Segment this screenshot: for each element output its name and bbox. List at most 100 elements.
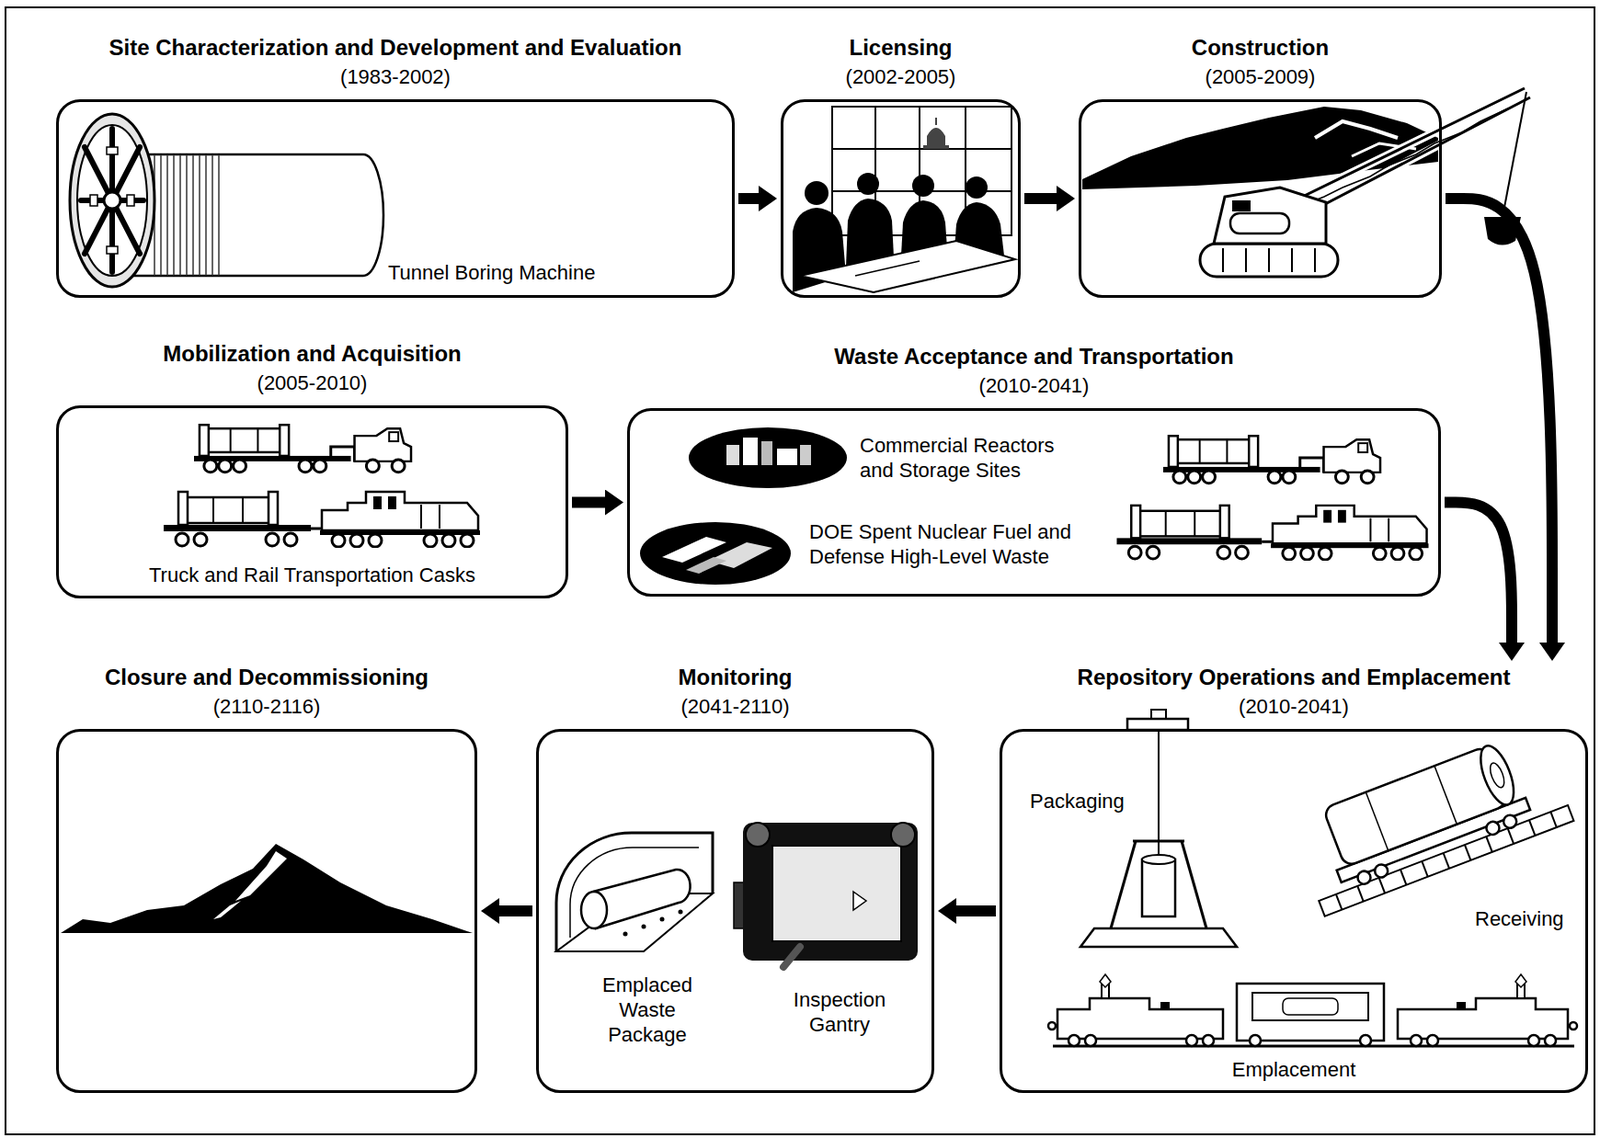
tunnel-boring-machine [179,154,182,276]
receiving-railcar [1336,894,1342,911]
emplacement-train [1427,1035,1439,1047]
tunnel-boring-machine [80,128,144,273]
construction-illustration [1245,248,1247,273]
construction-illustration [1232,200,1251,212]
tunnel-boring-machine [166,154,169,276]
construction-illustration [1296,108,1509,208]
emplaced-waste-package [660,917,665,923]
phase-dates: (2010-2041) [627,373,1441,400]
tunnel-boring-machine [103,192,121,209]
construction-illustration [1303,97,1531,216]
phase-node: Waste Acceptance and Transportation(2010… [627,343,1441,597]
tunnel-boring-machine [69,114,155,287]
meeting-illustration [965,176,988,199]
tunnel-boring-machine [172,154,175,276]
connectors [499,198,1553,912]
phase-node: Mobilization and Acquisition(2005-2010)T… [56,341,569,599]
emplaced-waste-package [641,925,647,930]
emplaced-waste-package [581,891,607,929]
reactor-site-icon [726,445,740,466]
construction-illustration [1291,248,1293,273]
receiving-railcar [1443,853,1450,869]
receiving-railcar [1501,813,1519,831]
meeting-illustration [857,172,880,195]
construction-illustration [1213,187,1326,244]
construction-illustration [1268,248,1270,273]
closed-mountain [60,844,473,934]
emplacement-train [1410,1035,1422,1047]
packaging-crane [1080,928,1237,948]
packaging-crane [1080,709,1237,948]
phase-title: Licensing [780,34,1021,61]
phase-arrow [1444,502,1512,644]
construction-illustration [1303,97,1531,216]
emplacement-train [1052,1045,1575,1049]
emplaced-waste-package [556,833,713,952]
phase-panel: PackagingReceivingEmplacement [999,729,1589,1094]
emplacement-train [1057,998,1223,1040]
illustration-label: DOE Spent Nuclear Fuel and Defense High-… [809,519,1090,570]
construction-illustration [1287,88,1531,216]
phase-panel [56,729,478,1094]
construction-illustration [1502,91,1527,218]
illustration-label: Emplacement [1002,1057,1586,1083]
tunnel-boring-machine [205,154,207,276]
doe-site-icon [685,557,727,574]
phase-node: Monitoring (2041-2110) Emplaced Waste Pack… [536,664,935,1094]
meeting-illustration [832,148,1012,150]
tunnel-boring-machine [198,154,201,276]
emplacement-train [1085,1035,1097,1047]
emplacement-train [1236,983,1384,1041]
meeting-illustration [923,127,949,149]
phase-title: Closure and Decommissioning [56,664,478,691]
phase-node: Repository Operations and Emplacement(20… [999,664,1589,1094]
emplacement-train [1252,993,1369,1021]
construction-illustration [1200,243,1338,277]
emplacement-train [1569,1022,1578,1030]
emplacement-train [1048,974,1578,1047]
inspection-gantry [733,822,918,968]
phase-dates: (2002-2005) [780,64,1021,91]
emplacement-train [1360,1035,1372,1047]
tunnel-boring-machine [211,154,214,276]
phase-arrow [571,497,606,509]
receiving-railcar [1365,792,1388,851]
emplacement-train [1068,1035,1080,1047]
construction-illustration [1287,88,1531,216]
phase-panel [780,99,1021,298]
meeting-illustration [855,261,920,276]
receiving-railcar [1487,761,1508,789]
emplacement-train [1397,998,1568,1040]
meeting-illustration [804,181,829,206]
emplaced-waste-package [623,932,629,938]
doe-site-icon [640,522,791,585]
receiving-railcar [1529,820,1535,836]
reactor-site-icon [742,437,758,466]
doe-site-icon [640,522,791,585]
phase-arrow [956,905,996,917]
meeting-illustration [935,117,938,126]
tunnel-boring-machine [90,194,98,206]
phase-title: Monitoring [536,664,935,691]
emplacement-train [1456,1002,1466,1010]
inspection-gantry [853,891,867,911]
phase-dates: (2005-2009) [1078,64,1442,91]
inspection-gantry [772,845,902,942]
packaging-crane [1132,840,1185,844]
receiving-railcar [1484,820,1501,837]
phase-panel: Truck and Rail Transportation Casks [56,405,569,599]
illustration-label: Emplaced Waste Package [590,972,705,1048]
emplacement-train [1515,974,1527,988]
phase-dates: (2041-2110) [536,694,935,720]
phase-dates: (2110-2116) [56,694,478,720]
phase-dates: (2010-2041) [999,694,1589,720]
emplacement-train [1186,1035,1198,1047]
emplacement-train [1099,974,1111,988]
tunnel-boring-machine [69,114,384,287]
tunnel-boring-machine [109,200,115,273]
phase-panel: Emplaced Waste PackageInspection Gantry [536,729,935,1094]
inspection-gantry [891,822,915,847]
receiving-railcar [1288,726,1574,917]
tunnel-boring-machine [192,154,195,276]
phase-arrow [1024,193,1057,205]
